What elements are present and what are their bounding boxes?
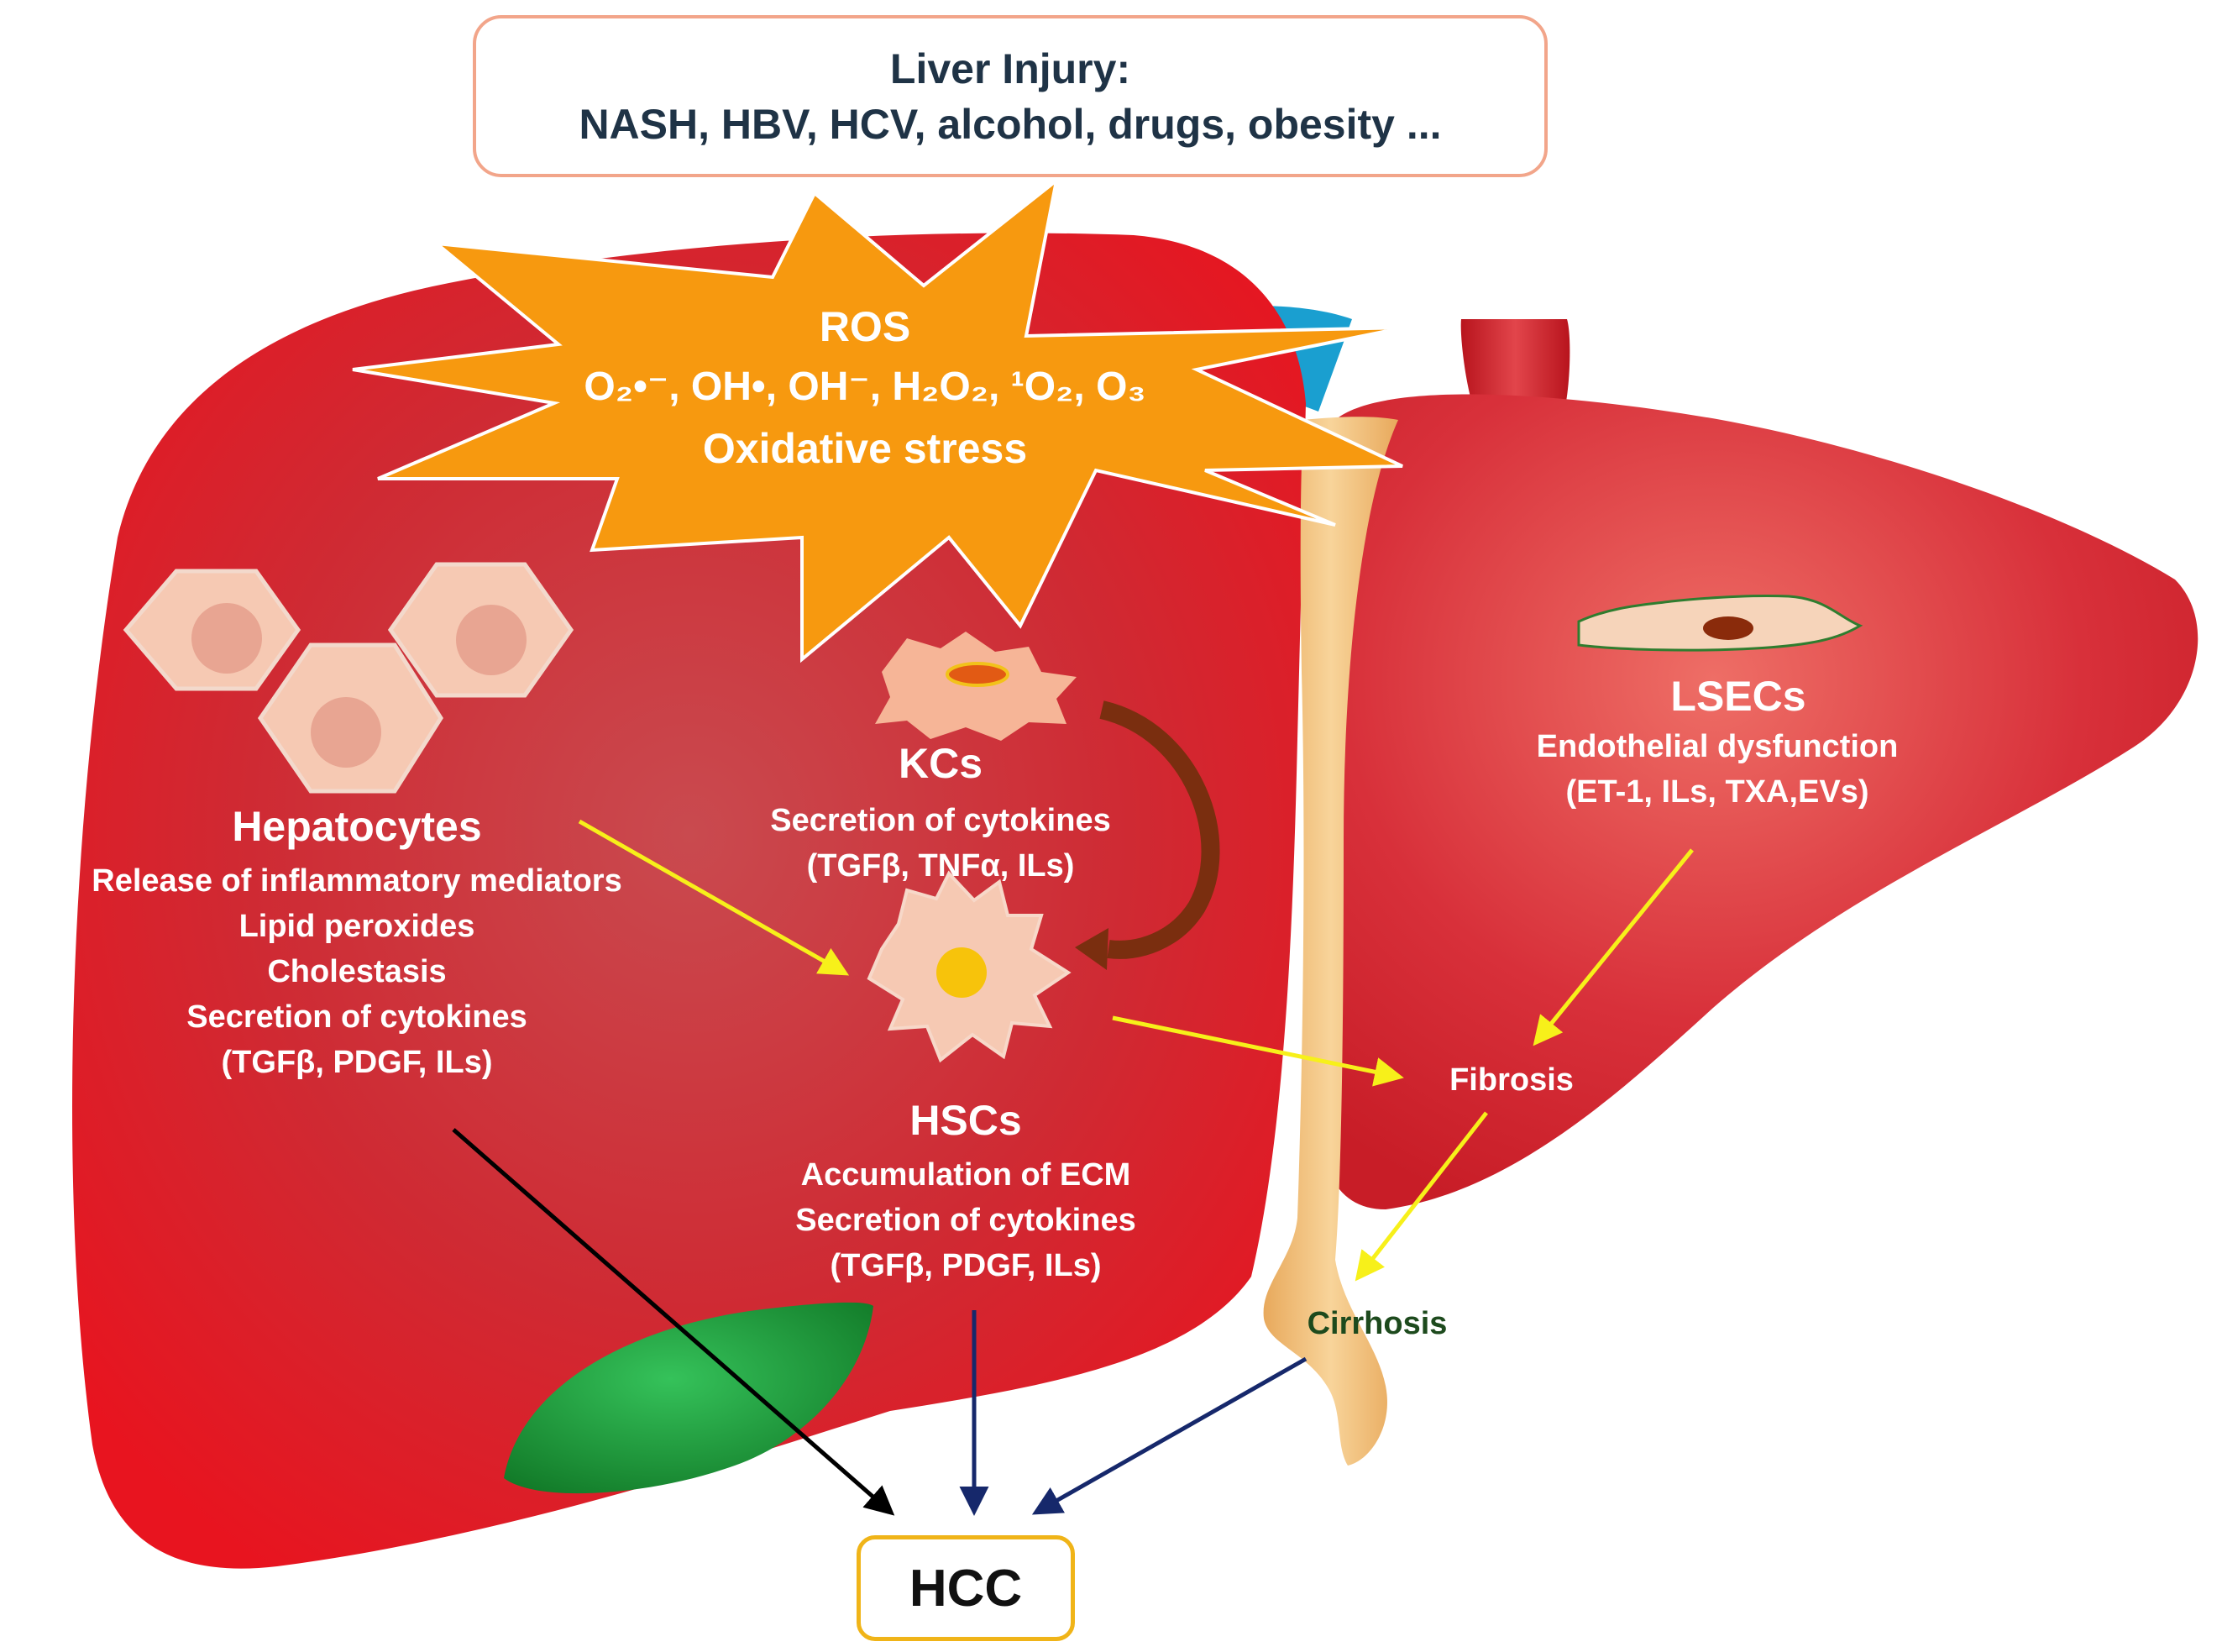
ros-species: O₂•⁻, OH•, OH⁻, H₂O₂, ¹O₂, O₃	[504, 363, 1226, 410]
gallbladder	[504, 1302, 873, 1494]
liver-injury-causes: NASH, HBV, HCV, alcohol, drugs, obesity …	[579, 100, 1442, 148]
cirrhosis-label: Cirrhosis	[1307, 1306, 1448, 1341]
arrow-lsecs-to-fibrosis	[1533, 848, 1694, 1046]
arrow-hepatocytes-to-hcc	[452, 1128, 895, 1516]
ros-subtitle: Oxidative stress	[702, 425, 1028, 472]
arrow-cirrhosis-to-hcc	[1031, 1356, 1308, 1515]
hscs-line-1: Accumulation of ECM	[800, 1157, 1131, 1193]
ros-species-3: OH⁻,	[788, 364, 882, 409]
hepatocyte-cells	[123, 562, 574, 794]
liver-right-lobe	[1316, 394, 2198, 1210]
hepatocytes-line-3: Cholestasis	[267, 954, 447, 989]
falciform-ligament	[1263, 417, 1398, 1466]
ros-species-5: ¹O₂,	[1010, 364, 1085, 409]
hcc-label: HCC	[909, 1559, 1023, 1618]
lsecs-line-1: Endothelial dysfunction	[1536, 729, 1899, 764]
lsecs-description: Endothelial dysfunction (ET-1, ILs, TXA,…	[1478, 724, 1957, 815]
ros-species-4: H₂O₂,	[892, 364, 1000, 409]
liver-injury-heading: Liver Injury:	[889, 45, 1131, 92]
hepatocytes-line-4: Secretion of cytokines	[186, 999, 527, 1035]
kcs-description: Secretion of cytokines (TGFβ, TNFα, ILs)	[739, 798, 1142, 889]
hscs-description: Accumulation of ECM Secretion of cytokin…	[756, 1152, 1176, 1288]
hepatocytes-line-2: Lipid peroxides	[238, 909, 475, 944]
kupffer-cell	[875, 632, 1077, 741]
ros-starburst	[352, 176, 1405, 663]
ros-title: ROS	[819, 303, 911, 350]
kcs-line-1: Secretion of cytokines	[770, 803, 1111, 838]
liver-injury-box: Liver Injury: NASH, HBV, HCV, alcohol, d…	[473, 15, 1548, 177]
stellate-cell	[867, 870, 1072, 1063]
hscs-line-3: (TGFβ, PDGF, ILs)	[830, 1248, 1102, 1283]
arrow-fibrosis-to-cirrhosis	[1355, 1111, 1488, 1282]
hepatocytes-description: Release of inflammatory mediators Lipid …	[34, 858, 680, 1085]
ros-species-1: O₂•⁻,	[584, 364, 680, 409]
kcs-line-2: (TGFβ, TNFα, ILs)	[806, 848, 1075, 884]
hscs-line-2: Secretion of cytokines	[795, 1203, 1136, 1238]
lsec-cell	[1577, 594, 1863, 652]
arrow-hscs-to-fibrosis	[1112, 1015, 1404, 1087]
kc-to-hsc-curved-arrow	[1099, 700, 1220, 959]
hepatocytes-title: Hepatocytes	[232, 803, 482, 850]
hepatocytes-line-1: Release of inflammatory mediators	[92, 863, 622, 899]
hepatocytes-line-5: (TGFβ, PDGF, ILs)	[221, 1045, 493, 1080]
fibrosis-label: Fibrosis	[1449, 1062, 1574, 1098]
ros-species-6: O₃	[1096, 364, 1146, 409]
hscs-title: HSCs	[909, 1097, 1022, 1144]
arrow-hepatocytes-to-hscs	[578, 819, 850, 976]
kcs-title: KCs	[898, 740, 983, 787]
hcc-box: HCC	[857, 1535, 1075, 1641]
ros-species-2: OH•,	[690, 364, 778, 409]
lsecs-title: LSECs	[1670, 673, 1806, 720]
lsecs-line-2: (ET-1, ILs, TXA,EVs)	[1565, 774, 1869, 810]
